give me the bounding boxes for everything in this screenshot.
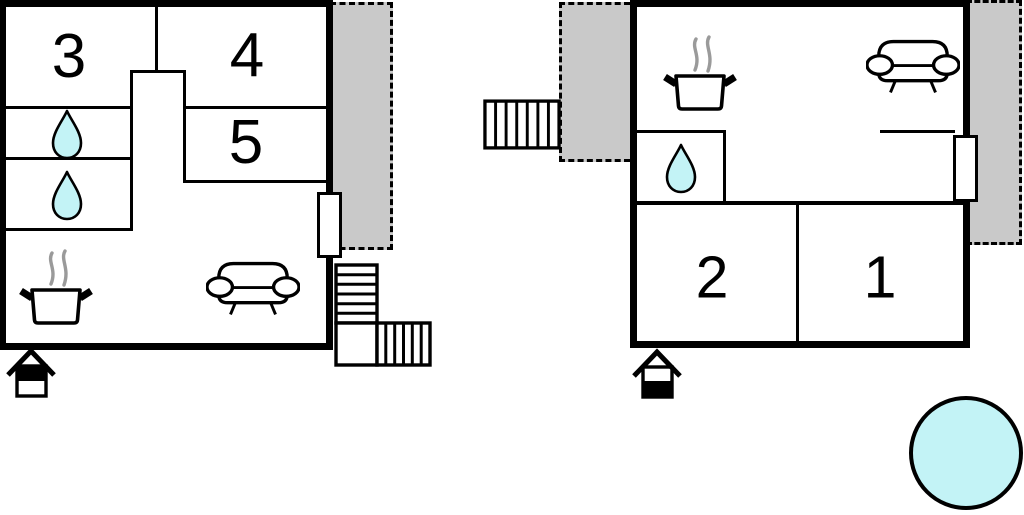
floor-plan-right: 2 1 bbox=[440, 0, 1024, 515]
entrance-house-icon bbox=[632, 348, 682, 399]
wall-room5-bottom bbox=[186, 180, 326, 183]
water-drop-icon bbox=[51, 109, 83, 160]
terrace-area bbox=[966, 0, 1022, 245]
wall-bottom bbox=[0, 343, 333, 350]
stove-icon bbox=[19, 249, 93, 325]
floor-plan-left: 3 4 5 bbox=[0, 0, 440, 515]
wall-right-lower bbox=[963, 201, 970, 348]
terrace-area bbox=[559, 2, 630, 162]
wall-room2-room1 bbox=[796, 205, 799, 341]
entrance-house-icon bbox=[6, 347, 56, 398]
pool-icon bbox=[909, 396, 1023, 510]
wall-top bbox=[630, 0, 970, 7]
wall-left bbox=[630, 0, 637, 348]
external-staircase bbox=[483, 99, 561, 150]
wall-right-upper bbox=[326, 0, 333, 193]
wall-bath-top bbox=[637, 130, 726, 133]
wall-room3-room4 bbox=[155, 7, 158, 73]
wall-shaft-right bbox=[183, 70, 186, 183]
door bbox=[953, 135, 978, 202]
wall-stub bbox=[880, 130, 955, 133]
wall-right-upper bbox=[963, 0, 970, 136]
room-1-label: 1 bbox=[863, 244, 897, 311]
wall-shaft-top bbox=[130, 70, 186, 73]
wall-left bbox=[0, 0, 6, 350]
wall-top bbox=[0, 0, 333, 7]
wall-room3-bottom bbox=[6, 106, 130, 109]
wall-shaft-left bbox=[130, 70, 133, 231]
wall-room4-bottom bbox=[186, 106, 326, 109]
wall-bath2-bottom bbox=[6, 228, 130, 231]
wall-rooms-top bbox=[637, 201, 963, 205]
door bbox=[317, 192, 342, 258]
room-2-label: 2 bbox=[695, 244, 729, 311]
water-drop-icon bbox=[51, 170, 83, 221]
staircase bbox=[334, 263, 432, 367]
sofa-icon bbox=[866, 39, 960, 94]
wall-bath-right bbox=[723, 130, 726, 204]
water-drop-icon bbox=[665, 143, 697, 194]
sofa-icon bbox=[206, 261, 300, 316]
stove-icon bbox=[663, 35, 737, 111]
room-3-label: 3 bbox=[51, 22, 87, 91]
room-5-label: 5 bbox=[228, 108, 264, 177]
wall-bottom bbox=[630, 341, 970, 348]
wall-right-lower bbox=[326, 257, 333, 350]
room-4-label: 4 bbox=[229, 21, 265, 90]
